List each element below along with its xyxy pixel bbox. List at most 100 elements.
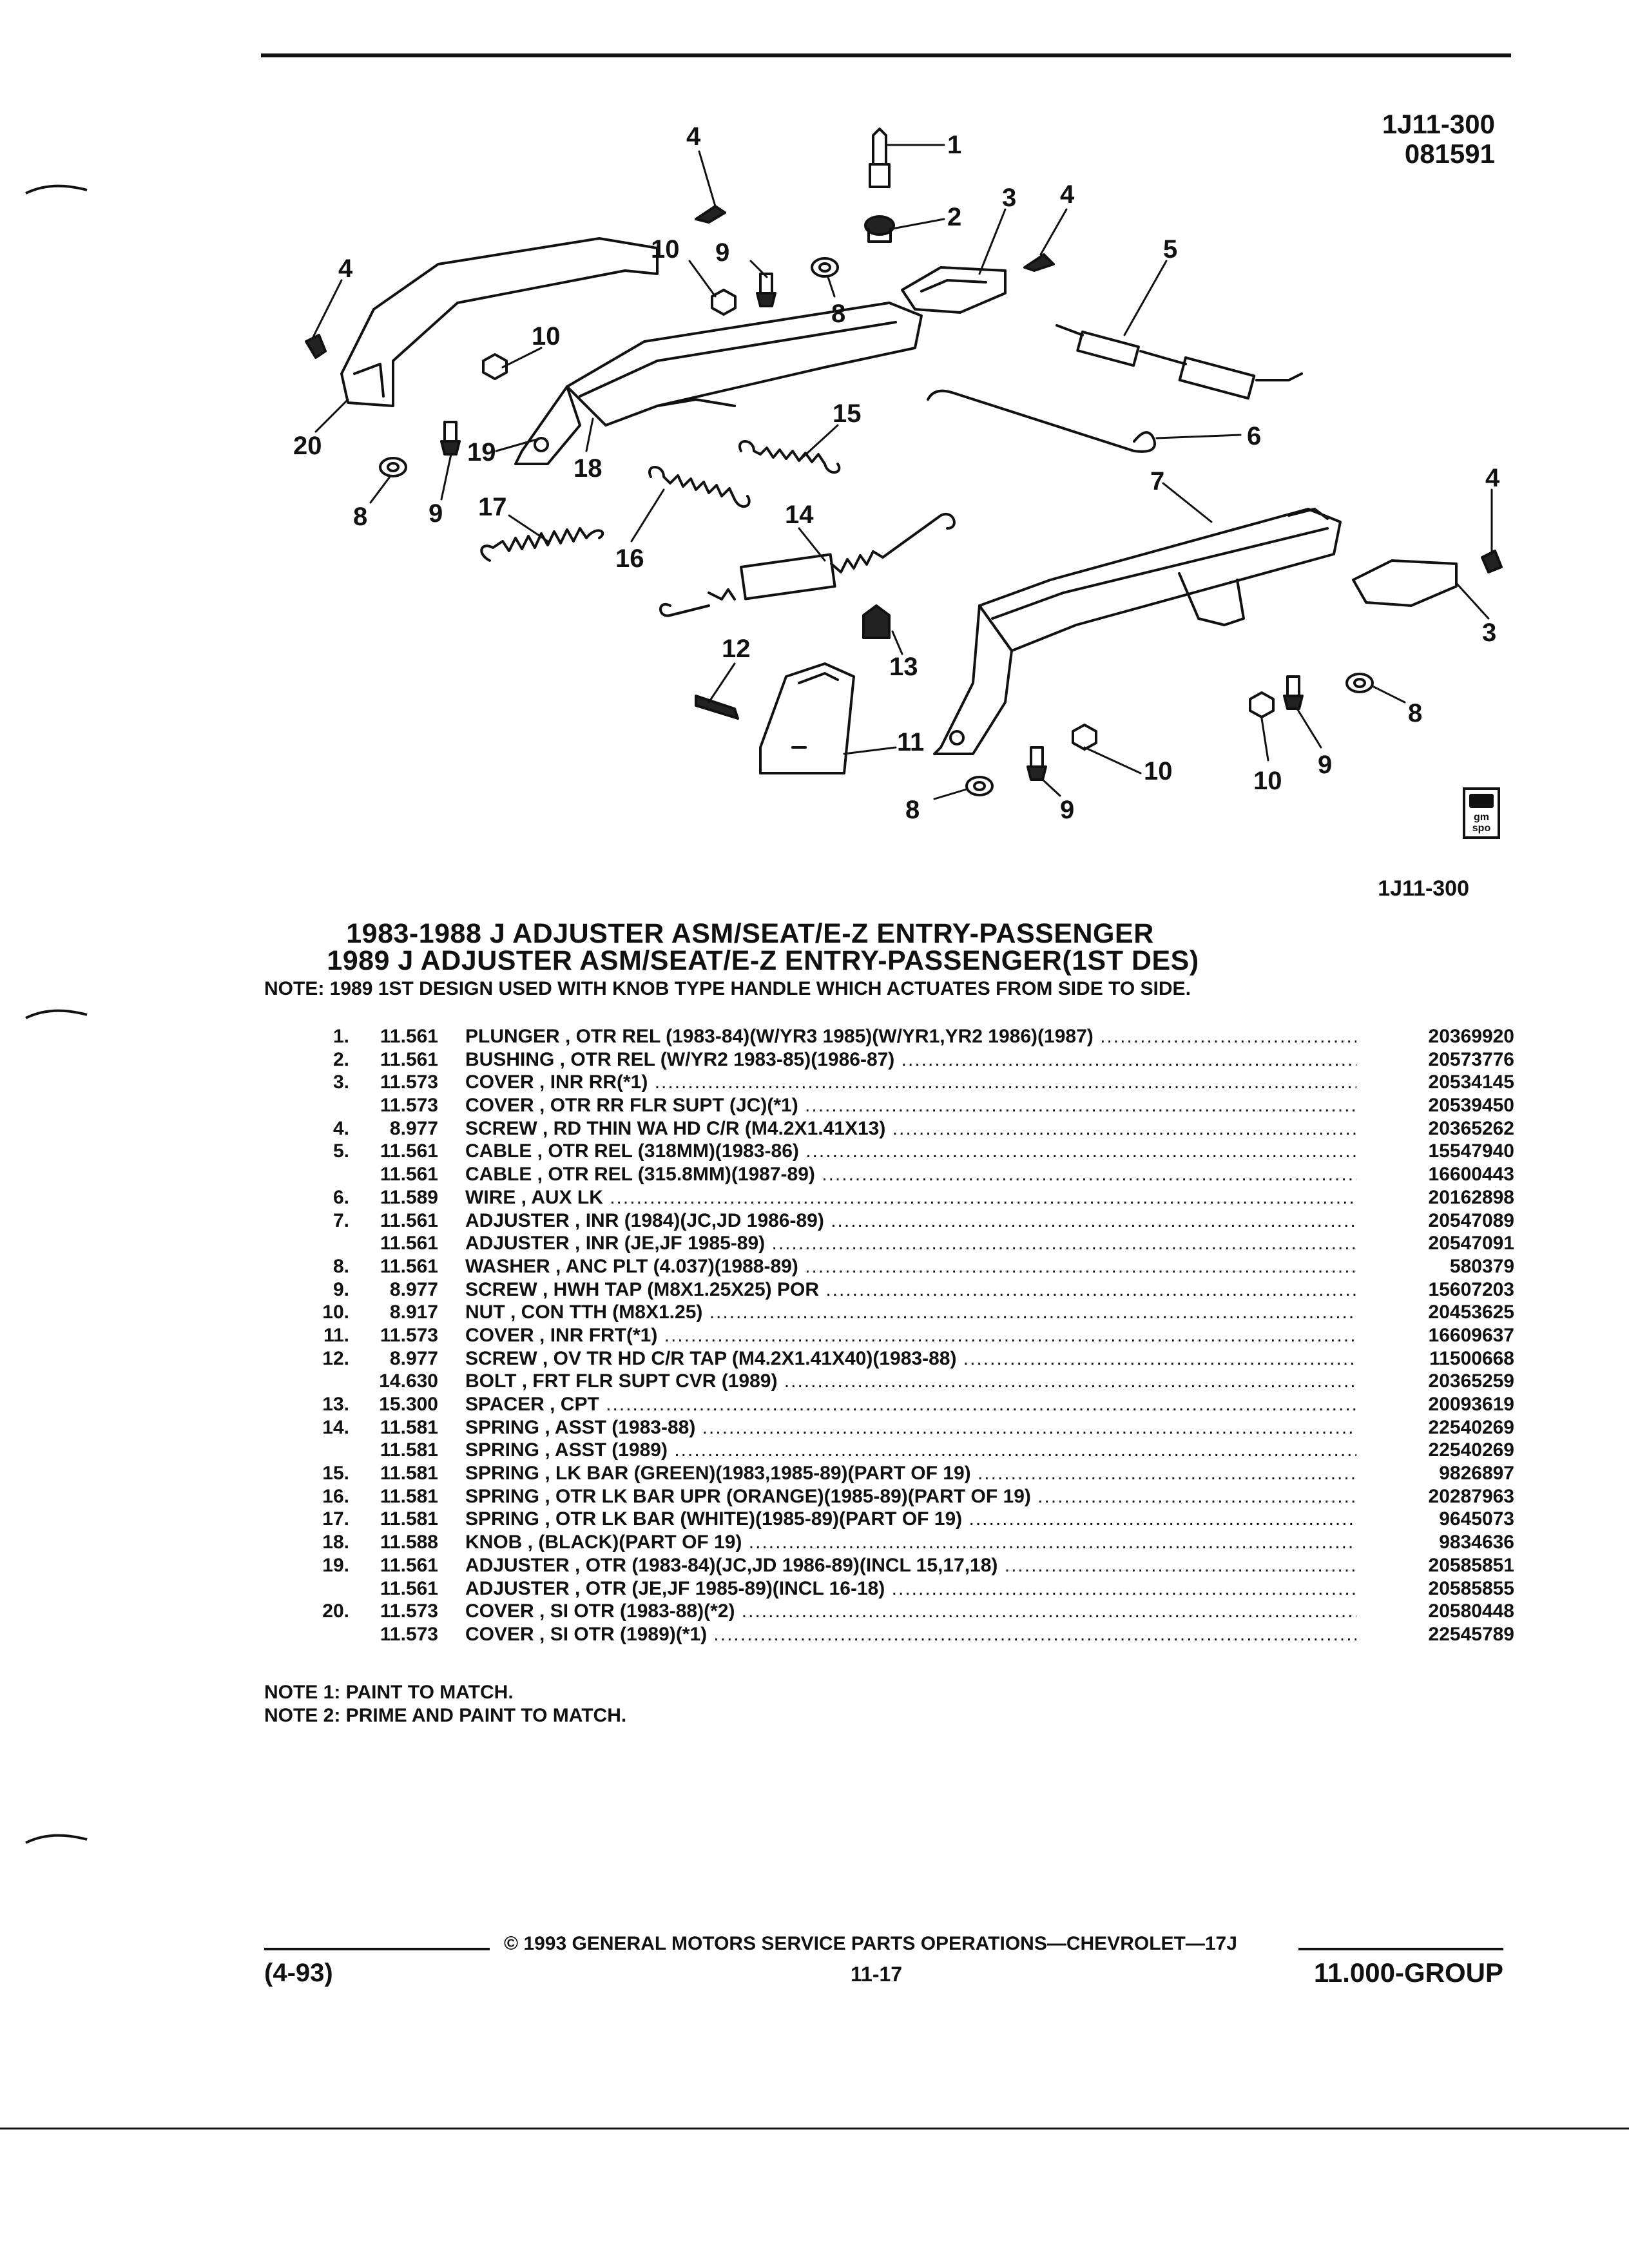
- group-number: 11.581: [380, 1439, 438, 1461]
- group-number: 11.581: [380, 1485, 438, 1507]
- part-number: 9645073: [1439, 1508, 1514, 1530]
- part-number: 20453625: [1428, 1302, 1514, 1323]
- part-description: SCREW , HWH TAP (M8X1.25X25) POR: [465, 1279, 1356, 1301]
- part-screw-top-a: [695, 205, 726, 224]
- part-screw-9-bottom: [1027, 746, 1047, 781]
- part-number: 15547940: [1428, 1140, 1514, 1162]
- part-description: ADJUSTER , INR (1984)(JC,JD 1986-89): [465, 1210, 1356, 1232]
- part-cable: [1055, 324, 1303, 400]
- item-number: 6.: [333, 1186, 349, 1208]
- callout-4: 4: [1485, 464, 1500, 492]
- part-spring-16: [648, 466, 751, 508]
- part-description: CABLE , OTR REL (318MM)(1983-86): [465, 1140, 1356, 1162]
- footer-copyright: © 1993 GENERAL MOTORS SERVICE PARTS OPER…: [504, 1933, 1237, 1954]
- part-washer-right: [1345, 673, 1374, 693]
- group-number: 11.561: [380, 1233, 438, 1254]
- part-number: 16600443: [1428, 1164, 1514, 1186]
- part-cover-inr-rr-right: [1352, 559, 1458, 607]
- group-number: 11.561: [380, 1048, 438, 1070]
- part-number: 22540269: [1428, 1416, 1514, 1438]
- item-number: 20.: [322, 1600, 349, 1622]
- callout-3: 3: [1002, 184, 1016, 212]
- part-number: 15607203: [1428, 1278, 1514, 1300]
- part-description: NUT , CON TTH (M8X1.25): [465, 1302, 1356, 1323]
- diagram-art: [305, 128, 1503, 800]
- gm-spo-logo-text: gm spo: [1472, 812, 1491, 834]
- part-description: SPRING , OTR LK BAR (WHITE)(1985-89)(PAR…: [465, 1508, 1356, 1530]
- item-number: 11.: [323, 1324, 349, 1346]
- footer-page-number: 11-17: [851, 1963, 903, 1986]
- group-number: 11.561: [380, 1577, 438, 1599]
- part-number: 9834636: [1439, 1532, 1514, 1553]
- part-description: SPRING , ASST (1989): [465, 1439, 1356, 1461]
- part-number: 20580448: [1428, 1600, 1514, 1622]
- scan-bottom-rule: [0, 2128, 1629, 2129]
- part-bushing: [864, 215, 895, 243]
- group-number: 11.573: [380, 1600, 438, 1622]
- top-rule: [261, 53, 1511, 57]
- group-number: 11.561: [380, 1026, 438, 1047]
- part-description: ADJUSTER , INR (JE,JF 1985-89): [465, 1233, 1356, 1254]
- part-spacer: [862, 604, 891, 639]
- part-description: SCREW , OV TR HD C/R TAP (M4.2X1.41X40)(…: [465, 1348, 1356, 1370]
- part-cover-inr-frt: [759, 662, 855, 774]
- item-number: 7.: [333, 1209, 349, 1231]
- part-number: 20365262: [1428, 1117, 1514, 1139]
- footer-rule-right: [1298, 1948, 1503, 1950]
- item-number: 18.: [322, 1532, 349, 1553]
- part-number: 16609637: [1428, 1324, 1514, 1346]
- group-number: 14.630: [379, 1370, 438, 1392]
- callout-15: 15: [833, 399, 862, 428]
- part-description: CABLE , OTR REL (315.8MM)(1987-89): [465, 1164, 1356, 1186]
- part-plunger: [869, 128, 891, 188]
- callout-10: 10: [651, 235, 680, 264]
- group-number: 11.573: [380, 1072, 438, 1093]
- callout-9: 9: [715, 238, 729, 267]
- part-description: SPRING , LK BAR (GREEN)(1983,1985-89)(PA…: [465, 1463, 1356, 1485]
- part-washer-bottom: [965, 776, 994, 796]
- part-number: 20369920: [1428, 1026, 1514, 1047]
- callout-8: 8: [1408, 699, 1422, 727]
- item-number: 8.: [333, 1255, 349, 1277]
- callout-19: 19: [467, 438, 496, 466]
- part-number: 20093619: [1428, 1394, 1514, 1415]
- part-description: SPRING , OTR LK BAR UPR (ORANGE)(1985-89…: [465, 1486, 1356, 1508]
- scan-margin-marks: [25, 184, 88, 1844]
- part-inner-adjuster: [933, 508, 1342, 755]
- group-number: 11.581: [380, 1508, 438, 1530]
- part-screw-9-right: [1283, 675, 1304, 710]
- item-number: 5.: [333, 1140, 349, 1162]
- part-number: 580379: [1449, 1255, 1514, 1277]
- callout-9: 9: [1318, 751, 1332, 779]
- group-number: 8.977: [389, 1278, 438, 1300]
- callout-1: 1: [947, 131, 961, 159]
- callout-2: 2: [947, 203, 961, 231]
- callout-4: 4: [338, 255, 353, 283]
- callout-11: 11: [897, 728, 924, 756]
- callout-17: 17: [478, 493, 507, 521]
- note-design: NOTE: 1989 1ST DESIGN USED WITH KNOB TYP…: [264, 978, 1191, 999]
- item-number: 13.: [322, 1394, 349, 1415]
- item-number: 9.: [333, 1278, 349, 1300]
- item-number: 14.: [322, 1416, 349, 1438]
- group-number: 11.561: [380, 1255, 438, 1277]
- part-screw-12: [695, 695, 739, 720]
- callout-20: 20: [293, 432, 322, 460]
- callout-6: 6: [1247, 422, 1261, 450]
- part-screw-left: [305, 334, 327, 359]
- group-number: 8.917: [389, 1302, 438, 1323]
- group-number: 11.581: [380, 1416, 438, 1438]
- part-description: COVER , INR FRT(*1): [465, 1325, 1356, 1347]
- part-spring-assortment: [659, 513, 956, 617]
